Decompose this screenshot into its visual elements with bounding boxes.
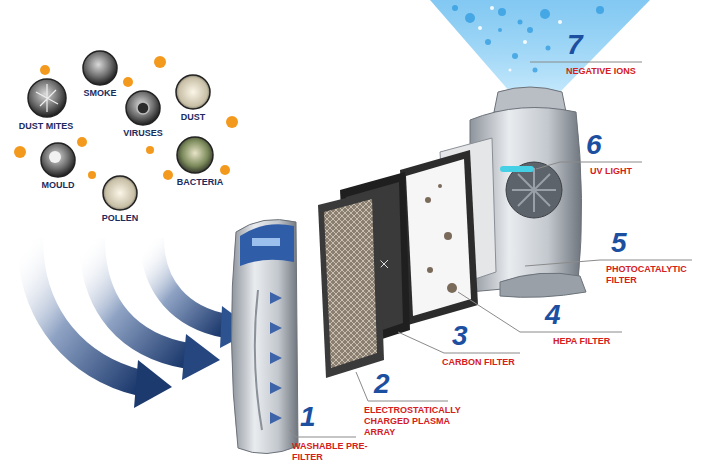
callout-number: 1	[300, 403, 326, 431]
part-label: ELECTROSTATICALLY CHARGED PLASMA ARRAY	[364, 405, 468, 438]
part-label: PHOTOCATALYTIC FILTER	[606, 264, 704, 286]
particle-dots	[14, 56, 238, 180]
uv-lamp	[500, 166, 534, 172]
front-unit	[231, 220, 298, 454]
plasma-array	[318, 190, 384, 378]
callout-number: 6	[586, 131, 612, 159]
part-label: UV LIGHT	[590, 166, 690, 177]
ion-spray	[430, 0, 650, 92]
airflow-arrows	[30, 238, 254, 408]
callout-number: 2	[374, 370, 400, 398]
pollutant-label: SMOKE	[75, 88, 125, 99]
pollutant-label: BACTERIA	[168, 177, 232, 188]
leader-lines	[290, 62, 692, 437]
callout-number: 7	[567, 31, 593, 59]
part-label: CARBON FILTER	[442, 357, 542, 368]
pollutant-label: MOULD	[30, 180, 86, 191]
pollutant-label: DUST	[173, 112, 213, 123]
pollutant-label: DUST MITES	[10, 121, 82, 132]
pollutant-label: POLLEN	[92, 213, 148, 224]
part-label: WASHABLE PRE-FILTER	[292, 441, 372, 463]
callout-number: 3	[452, 322, 478, 350]
pollutant-label: VIRUSES	[113, 128, 173, 139]
hepa-filter	[400, 150, 478, 325]
part-label: NEGATIVE IONS	[566, 66, 676, 77]
callout-number: 5	[611, 229, 637, 257]
callout-number: 4	[545, 301, 571, 329]
part-label: HEPA FILTER	[553, 336, 653, 347]
